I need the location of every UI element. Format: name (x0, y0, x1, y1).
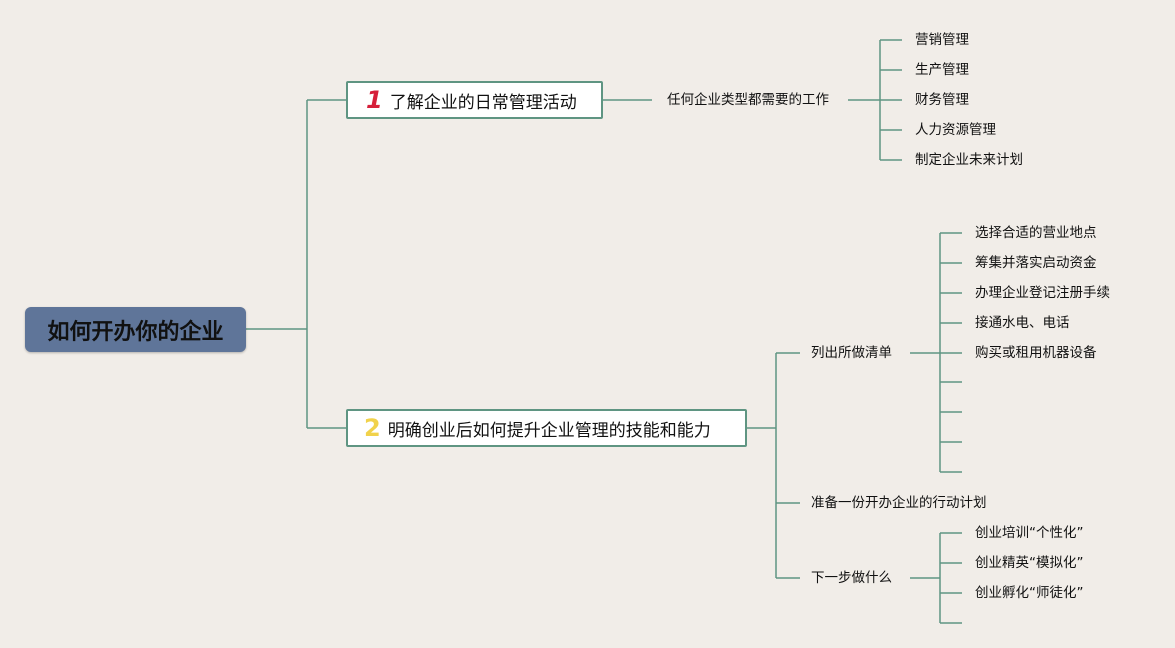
connector-root (246, 99, 346, 429)
connector-next (910, 532, 962, 624)
branch1-item[interactable]: 营销管理 (915, 32, 969, 48)
branch2-label: 明确创业后如何提升企业管理的技能和能力 (387, 420, 711, 441)
plan-node[interactable]: 准备一份开办企业的行动计划 (811, 495, 987, 511)
root-label: 如何开办你的企业 (47, 319, 224, 345)
branch1-item[interactable]: 人力资源管理 (915, 122, 996, 138)
connector-list (910, 232, 962, 473)
list-item[interactable]: 购买或租用机器设备 (975, 345, 1097, 361)
next-item[interactable]: 创业孵化“师徒化” (975, 585, 1084, 601)
branch1-item[interactable]: 制定企业未来计划 (915, 152, 1023, 168)
branch2-number: 2 (364, 414, 381, 442)
list-node[interactable]: 列出所做清单 (811, 345, 892, 361)
branch1-sub-node[interactable]: 任何企业类型都需要的工作 (667, 92, 829, 108)
list-item[interactable]: 办理企业登记注册手续 (975, 285, 1110, 301)
list-item[interactable]: 筹集并落实启动资金 (975, 255, 1097, 271)
branch1-number: 1 (366, 86, 383, 114)
list-item[interactable]: 选择合适的营业地点 (975, 225, 1097, 241)
root-node[interactable]: 如何开办你的企业 (25, 307, 246, 352)
branch1-item[interactable]: 生产管理 (915, 62, 969, 78)
connector-branch2 (747, 352, 800, 579)
next-item[interactable]: 创业培训“个性化” (975, 525, 1084, 541)
branch1-item[interactable]: 财务管理 (915, 92, 969, 108)
branch1-node[interactable]: 1 了解企业的日常管理活动 (346, 81, 603, 119)
next-item[interactable]: 创业精英“模拟化” (975, 555, 1084, 571)
list-item[interactable]: 接通水电、电话 (975, 315, 1070, 331)
next-node[interactable]: 下一步做什么 (811, 570, 892, 586)
branch1-label: 了解企业的日常管理活动 (389, 92, 577, 113)
connector-branch1 (603, 39, 902, 161)
branch2-node[interactable]: 2 明确创业后如何提升企业管理的技能和能力 (346, 409, 747, 447)
